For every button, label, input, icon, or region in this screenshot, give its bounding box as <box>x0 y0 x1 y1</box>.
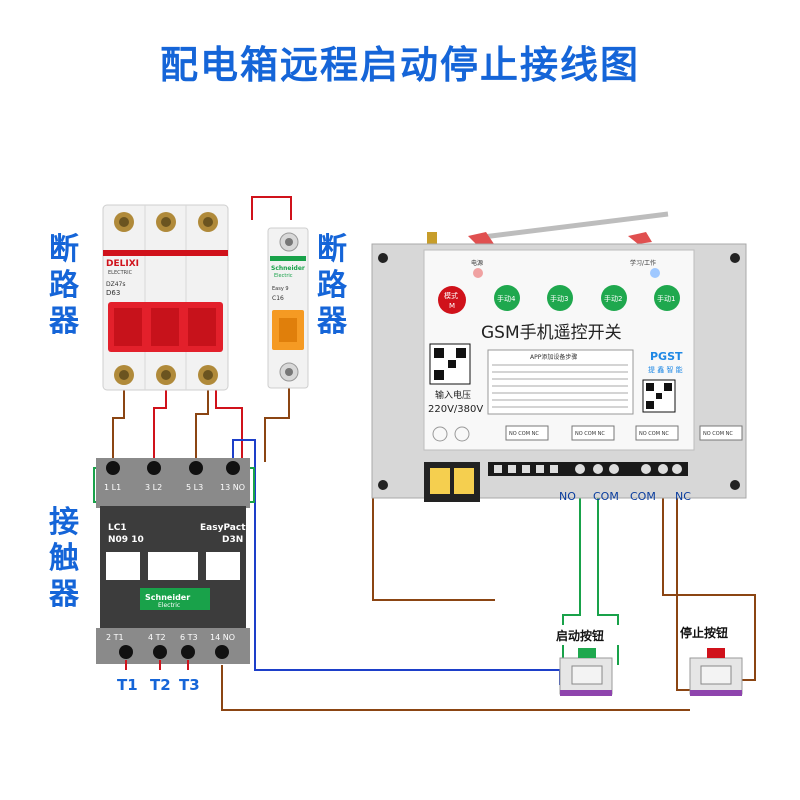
wire-breaker-l1 <box>112 375 125 462</box>
svg-text:NO COM NC: NO COM NC <box>575 431 605 437</box>
manual-buttons: 手动4 手动3 手动2 手动1 <box>494 285 680 311</box>
brand-pgst: PGST <box>650 350 683 363</box>
stop-button: 停止按钮 <box>678 625 750 696</box>
contactor-model-right-1: EasyPact <box>200 523 246 533</box>
start-button: 启动按钮 <box>555 625 627 696</box>
contactor-bottom-terminal-2: 4 T2 <box>148 633 166 642</box>
t3-label: T3 <box>179 676 200 694</box>
mode-button <box>438 286 466 314</box>
contactor-brand: Schneider <box>145 593 190 602</box>
wire-breaker-l2 <box>153 375 167 462</box>
breaker-1p-rating: C16 <box>272 295 284 302</box>
breaker-1p-sub: Electric <box>274 273 293 279</box>
breaker-1pole: Schneider Electric Easy 9 C16 <box>267 227 309 389</box>
voltage-label: 输入电压 <box>435 389 471 401</box>
start-button-label: 启动按钮 <box>556 628 604 643</box>
contactor-model-left-2: N09 10 <box>108 535 144 545</box>
bottom-screw-terminals <box>114 365 218 385</box>
wire-breaker-l3 <box>195 375 209 462</box>
manual-button-3: 手动3 <box>550 294 568 303</box>
breaker-3p-rating: D63 <box>106 289 120 297</box>
contactor-top-terminal-3: 5 L3 <box>186 483 203 492</box>
manual-button-1: 手动1 <box>657 294 675 303</box>
wire-breaker-top-red <box>251 196 292 220</box>
breaker-3p-model: DZ47s <box>106 281 126 288</box>
brand-sub: 提 鑫 智 能 <box>648 365 683 374</box>
t2-label: T2 <box>150 676 171 694</box>
wire-contactor-14 <box>221 665 690 711</box>
contactor-body: 1 L1 3 L2 5 L3 13 NO LC1 N09 10 EasyPact… <box>96 458 250 670</box>
svg-text:NO COM NC: NO COM NC <box>703 431 733 437</box>
contactor-label: 接触器 <box>49 505 79 612</box>
contactor-top-terminal-4: 13 NO <box>220 483 245 492</box>
relay-com1-label: COM <box>593 490 619 503</box>
contactor-bottom-terminal-1: 2 T1 <box>106 633 124 642</box>
contactor-brand-sub: Electric <box>158 602 180 609</box>
breaker-3p-sub: ELECTRIC <box>108 270 133 276</box>
top-screw-terminals <box>114 212 218 232</box>
antenna-base <box>427 232 437 246</box>
contactor-bottom-terminal-3: 6 T3 <box>180 633 198 642</box>
wire-1p-to-coil <box>264 380 290 462</box>
contactor-brand-bar <box>140 588 210 610</box>
relay-nc-label: NC <box>675 490 691 503</box>
svg-text:NO COM NC: NO COM NC <box>639 431 669 437</box>
svg-text:NO COM NC: NO COM NC <box>509 431 539 437</box>
manual-button-4: 手动4 <box>497 294 516 303</box>
gsm-module: 电源 学习/工作 模式 M 手动4 手动3 手动2 手动1 GSM手机遥控开关 … <box>371 211 747 502</box>
contactor-bottom-terminal-4: 14 NO <box>210 633 235 642</box>
stop-button-label: 停止按钮 <box>680 625 728 640</box>
breaker-1p-brand: Schneider <box>271 265 305 272</box>
antenna-rod <box>474 211 669 241</box>
contactor-model-right-2: D3N <box>222 535 243 545</box>
contactor-top-terminal-2: 3 L2 <box>145 483 162 492</box>
wire-com-to-stop <box>662 475 756 681</box>
learn-led <box>650 268 660 278</box>
manual-button-2: 手动2 <box>604 294 622 303</box>
contactor-model-left-1: LC1 <box>108 523 127 533</box>
relay-no-label: NO <box>559 490 576 503</box>
relay-com2-label: COM <box>630 490 656 503</box>
power-led <box>473 268 483 278</box>
breaker-3p-brand: DELIXI <box>106 259 139 269</box>
instructions-box <box>487 349 634 415</box>
instructions-title: APP添加设备步骤 <box>530 353 577 361</box>
gsm-title: GSM手机遥控开关 <box>481 323 622 343</box>
diagram-title: 配电箱远程启动停止接线图 <box>159 43 640 87</box>
mode-button-label: 模式 <box>444 291 458 300</box>
voltage-value: 220V/380V <box>428 404 483 415</box>
wire-breaker-l3-red <box>215 375 243 462</box>
power-led-label: 电源 <box>471 259 483 267</box>
t1-label: T1 <box>117 676 138 694</box>
breaker-label-right: 断路器 <box>317 232 347 339</box>
breaker-1p-series: Easy 9 <box>272 286 289 292</box>
svg-text:M: M <box>449 302 455 310</box>
contactor-top-terminal-1: 1 L1 <box>104 483 121 492</box>
learn-led-label: 学习/工作 <box>630 259 656 267</box>
breaker-3pole: DELIXI ELECTRIC DZ47s D63 <box>102 204 229 391</box>
breaker-label-left: 断路器 <box>49 232 79 339</box>
